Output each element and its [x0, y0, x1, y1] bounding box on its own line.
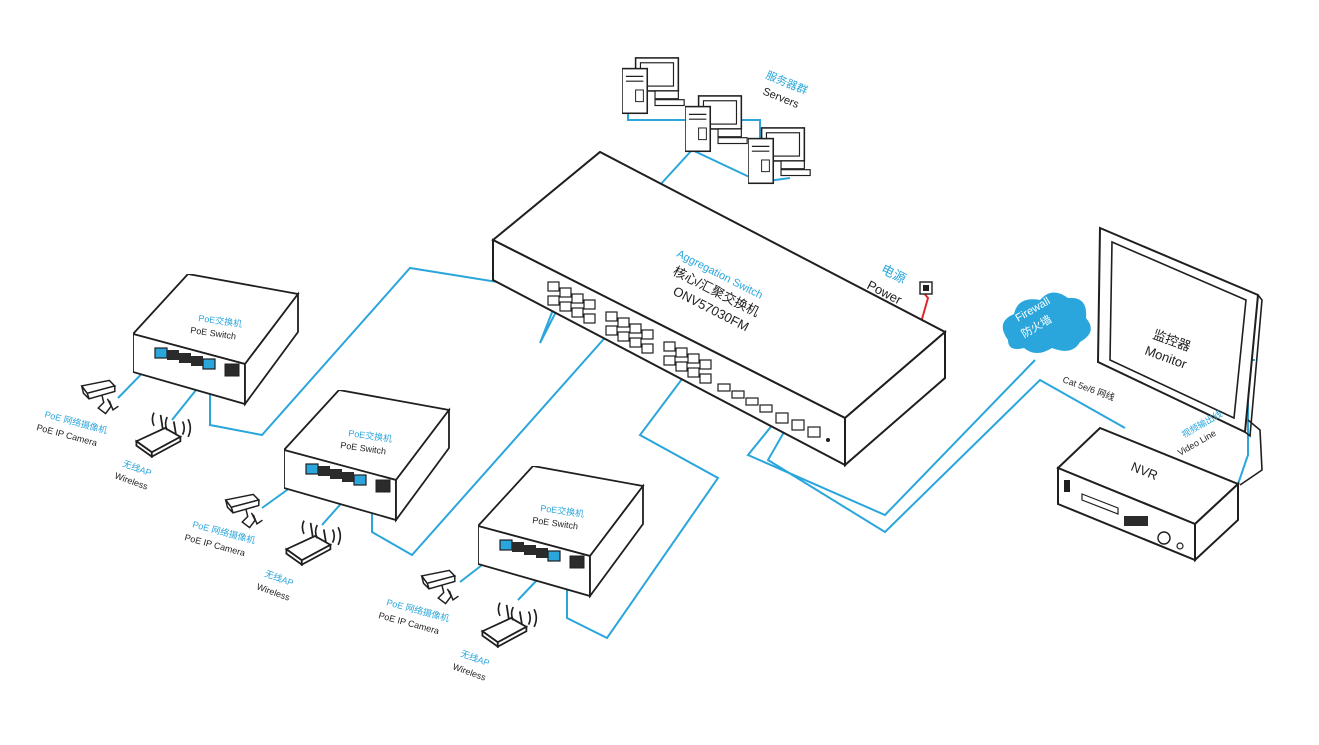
- cat-cable-label: Cat 5e/6 网线: [1061, 374, 1116, 403]
- wireless-ap-icon: [135, 411, 192, 458]
- poe-switch-2: PoE交换机 PoE Switch PoE 网络摄像机 PoE IP Camer…: [183, 390, 450, 603]
- cable-core-to-nvr: [766, 378, 1126, 534]
- poe-switch-1: PoE交换机 PoE Switch PoE 网络摄像机 PoE IP Camer…: [35, 274, 299, 492]
- server-icon: [685, 95, 748, 153]
- monitor: 监控器 Monitor: [1096, 226, 1263, 486]
- wireless-ap-icon: [285, 519, 342, 566]
- server-cable-2: [659, 148, 791, 186]
- poe-switch-3: PoE交换机 PoE Switch PoE 网络摄像机 PoE IP Camer…: [377, 466, 644, 683]
- poe-switch-icon: [133, 274, 299, 405]
- poe-switch-icon: [284, 390, 450, 521]
- poe-switch-icon: [478, 466, 644, 597]
- core-switch-ports: [547, 281, 821, 438]
- ip-camera-icon: [224, 493, 264, 529]
- server-icon: [622, 57, 685, 115]
- firewall-cloud: Firewall 防火墙: [1002, 292, 1091, 353]
- nvr: NVR: [1056, 426, 1240, 563]
- ip-camera-icon: [420, 569, 460, 605]
- wireless-ap-icon: [481, 601, 538, 648]
- ip-camera-icon: [80, 379, 120, 415]
- core-switch: Aggregation Switch 核心/汇聚交换机 ONV57030FM: [491, 150, 947, 468]
- cable-core-to-poe-1: [209, 266, 562, 437]
- cable-core-to-poe-2: [371, 331, 611, 557]
- cable-core-to-firewall: [746, 359, 1036, 517]
- server-icon: [748, 127, 811, 185]
- cable-core-to-poe-3: [566, 374, 720, 640]
